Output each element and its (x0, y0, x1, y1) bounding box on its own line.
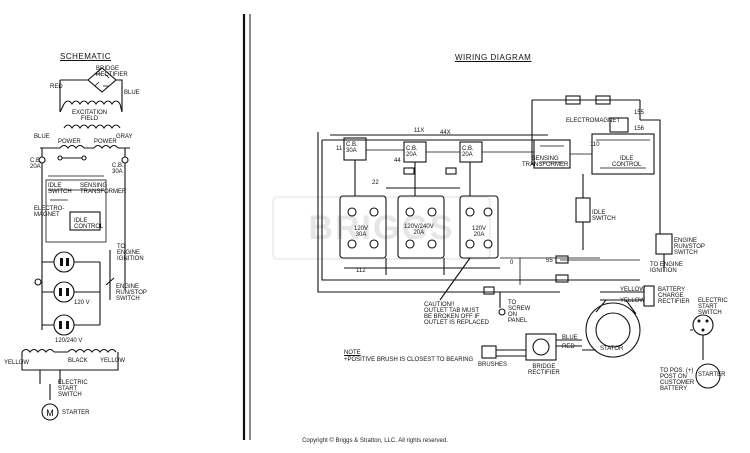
schematic-sensing: SENSING TRANSFORMER (80, 183, 127, 195)
wiring-note-body: +POSITIVE BRUSH IS CLOSEST TO BEARING (344, 357, 474, 363)
wiring-electric-start-label: ELECTRIC START SWITCH (698, 298, 728, 316)
schematic-120v: 120 V (74, 300, 90, 306)
schematic-gray-lead: GRAY (116, 134, 133, 140)
wiring-connector-2 (595, 95, 611, 105)
schematic-title: SCHEMATIC (60, 52, 112, 61)
schematic-run-stop: ENGINE RUN/STOP SWITCH (116, 284, 147, 302)
schematic-red-label: RED (50, 84, 63, 90)
wiring-drawing (317, 95, 721, 389)
wiring-blue-label: BLUE (562, 335, 578, 341)
wiring-battery-charge-rectifier (643, 285, 655, 307)
schematic-receptacle-2 (53, 281, 75, 303)
wiring-yellow-b: YELLOW (620, 298, 646, 304)
wiring-caution: CAUTION!! OUTLET TAB MUST BE BROKEN OFF … (424, 302, 489, 326)
schematic-idle-switch: IDLE SWITCH (48, 183, 72, 195)
wire-num-11x: 11X (414, 128, 425, 134)
schematic-black-label: BLACK (68, 358, 88, 364)
wire-num-44x: 44X (440, 130, 451, 136)
wire-num-0: 0 (510, 260, 514, 266)
wiring-cb20a-label: C.B. 20A (406, 146, 418, 158)
wiring-pos-post-label: TO POS. (+) POST ON CUSTOMER BATTERY (660, 368, 695, 392)
wiring-to-screw: TO SCREW ON PANEL (508, 300, 531, 324)
wiring-starter (695, 363, 721, 389)
wiring-yellow-a: YELLOW (620, 287, 646, 293)
wire-num-110: 110 (590, 142, 600, 148)
wiring-electric-start-switch (692, 314, 714, 336)
schematic-power-coil-2 (93, 144, 119, 149)
wiring-electromagnet-label: ELECTROMAGNET (566, 118, 621, 124)
schematic-receptacle-1 (53, 251, 75, 273)
schematic-engine-ignition: TO ENGINE IGNITION (117, 244, 144, 262)
wiring-screw-terminal (498, 308, 506, 316)
schematic-blue-lead: BLUE (34, 134, 50, 140)
wiring-starter-label: STARTER (698, 372, 726, 378)
schematic-blue-label: BLUE (124, 90, 140, 96)
watermark-logo: BRIGGS (272, 196, 491, 260)
wiring-idle-switch-label: IDLE SWITCH (592, 210, 616, 222)
wiring-red-label: RED (562, 344, 575, 350)
wiring-receptacle-1-label: 120V 30A (354, 226, 369, 238)
schematic-excitation-coil (63, 100, 121, 105)
schematic-cb30: C.B. 30A (112, 163, 124, 175)
wiring-cb20b-label: C.B. 20A (462, 146, 474, 158)
wiring-run-stop-label: ENGINE RUN/STOP SWITCH (674, 238, 705, 256)
wire-num-155: 155 (634, 110, 645, 116)
schematic-power-label-2: POWER (94, 139, 117, 145)
wire-num-11: 11 (336, 146, 343, 152)
schematic-bridge-rectifier (87, 67, 117, 93)
wiring-cb30-label: C.B. 30A (346, 142, 358, 154)
schematic-yellow-label: YELLOW (4, 360, 30, 366)
schematic-yellow-label-2: YELLOW (100, 358, 126, 364)
schematic-power-label-1: POWER (58, 139, 81, 145)
wiring-bridge-label: BRIDGE RECTIFIER (528, 364, 560, 376)
wiring-receptacle-3-label: 120V 20A (472, 226, 487, 238)
schematic-120-240v: 120/240 V (55, 338, 83, 344)
schematic-drawing: M (21, 67, 130, 421)
schematic-electric-start: ELECTRIC START SWITCH (58, 380, 88, 398)
wiring-receptacle-120v-20a (459, 195, 499, 259)
wiring-stator (585, 302, 641, 358)
schematic-bridge-label: BRIDGE RECTIFIER (96, 66, 128, 78)
wiring-title: WIRING DIAGRAM (455, 53, 532, 62)
wire-num-22: 22 (372, 180, 379, 186)
wiring-brushes (481, 345, 497, 359)
schematic-electromagnet: ELECTRO- MAGNET (34, 206, 65, 218)
wiring-receptacle-120-240v-20a (397, 195, 445, 259)
schematic-idle-control (69, 211, 101, 231)
wiring-bridge-rectifier (525, 333, 557, 361)
wiring-brushes-label: BRUSHES (478, 362, 508, 368)
wiring-connector-1 (565, 95, 581, 105)
wiring-battery-charge-label: BATTERY CHARGE RECTIFIER (658, 287, 690, 305)
schematic-cb20: C.B. 20A (30, 158, 42, 170)
schematic-receptacle-3 (53, 314, 75, 336)
wire-num-112: 112 (356, 268, 366, 274)
copyright: Copyright © Briggs & Stratton, LLC. All … (302, 438, 448, 444)
wire-num-156: 156 (634, 126, 645, 132)
wiring-receptacle-2-label: 120V/240V 20A (404, 224, 434, 236)
schematic-yellow-coil (21, 348, 55, 353)
wiring-idle-control-label: IDLE CONTROL (612, 156, 642, 168)
schematic-idle-control: IDLE CONTROL (74, 218, 104, 230)
wiring-stator-label: STATOR (600, 346, 624, 352)
wire-num-55: 55 (546, 258, 553, 264)
schematic-black-coil (67, 348, 117, 353)
wiring-sensing-label: SENSING TRANSFORMER (522, 156, 569, 168)
wiring-receptacle-120v-30a (339, 195, 387, 259)
wire-num-44: 44 (394, 158, 401, 164)
wiring-note-title: NOTE (344, 350, 361, 356)
wiring-engine-ignition-label: TO ENGINE IGNITION (650, 262, 683, 274)
schematic-starter (41, 403, 59, 421)
schematic-power-coil-1 (59, 144, 85, 149)
svg-text:M: M (46, 408, 54, 418)
schematic-excitation-label: EXCITATION FIELD (72, 110, 108, 122)
schematic-control-box (45, 179, 107, 243)
schematic-starter-label: STARTER (62, 410, 90, 416)
wiring-idle-switch (575, 197, 591, 223)
wiring-engine-run-stop-switch (655, 233, 673, 255)
